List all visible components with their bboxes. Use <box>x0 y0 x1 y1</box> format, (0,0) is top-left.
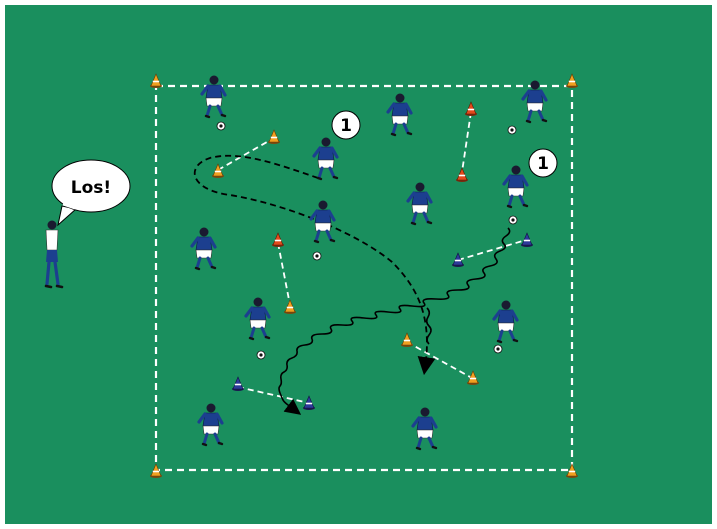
ball-icon <box>507 125 517 135</box>
ball-icon <box>312 251 322 261</box>
field-background <box>5 5 712 524</box>
ball-icon <box>256 350 266 360</box>
coach-speech-text: Los! <box>71 178 111 198</box>
marker-label: 1 <box>537 154 549 174</box>
ball-icon <box>216 121 226 131</box>
number-marker: 1 <box>528 148 558 178</box>
dribble-path <box>278 227 511 415</box>
marker-label: 1 <box>340 116 352 136</box>
ball-icon <box>493 344 503 354</box>
number-marker: 1 <box>331 110 361 140</box>
drill-area-boundary <box>154 84 574 472</box>
run-path <box>193 154 436 376</box>
speech-bubble: Los! <box>51 159 131 227</box>
dribble-path-secondary <box>425 307 432 345</box>
coach-figure <box>44 220 64 289</box>
ball-icon <box>508 215 518 225</box>
